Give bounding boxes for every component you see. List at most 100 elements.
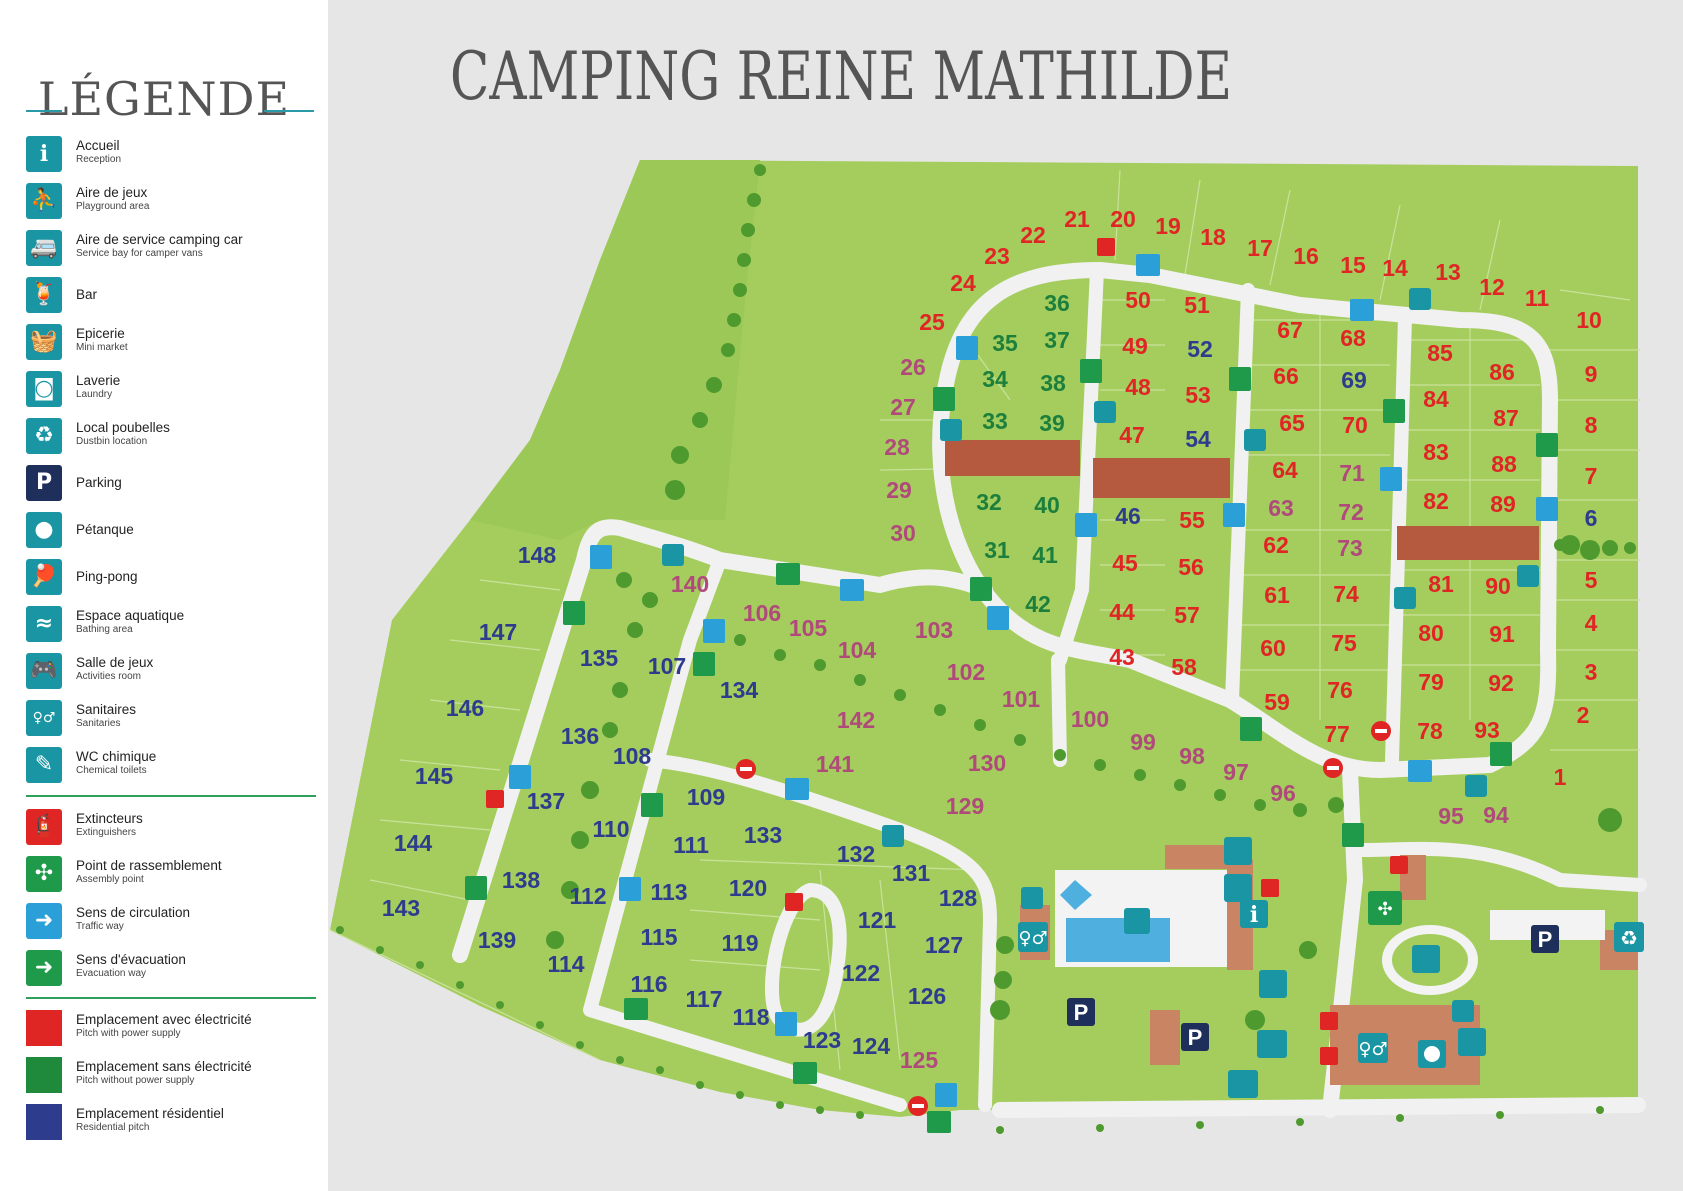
info-icon: i bbox=[26, 136, 62, 172]
map-title: CAMPING REINE MATHILDE bbox=[450, 38, 1233, 115]
pitch-number: 7 bbox=[1585, 463, 1598, 489]
road-mid-loop bbox=[765, 883, 847, 1037]
pitch-number: 122 bbox=[842, 960, 880, 986]
pitch-number: 102 bbox=[947, 659, 985, 685]
pitch-number: 72 bbox=[1338, 499, 1364, 525]
pitch-number: 56 bbox=[1178, 554, 1204, 580]
pitch-number: 19 bbox=[1155, 213, 1181, 239]
pitch-number: 27 bbox=[890, 394, 916, 420]
pitch-number: 99 bbox=[1130, 729, 1156, 755]
petanque-icon bbox=[1259, 970, 1287, 998]
pitch-number: 148 bbox=[518, 542, 557, 568]
pitch-number: 111 bbox=[673, 832, 709, 858]
legend-sublabel: Sanitaries bbox=[76, 718, 121, 729]
pitch-number: 84 bbox=[1423, 386, 1449, 412]
legend-label: Bar bbox=[76, 287, 98, 302]
pitch-number: 80 bbox=[1418, 620, 1444, 646]
drink-icon bbox=[1224, 837, 1252, 865]
pitch-number: 143 bbox=[382, 895, 420, 921]
pitch-number: 40 bbox=[1034, 492, 1060, 518]
parking-icon: P bbox=[1531, 925, 1559, 953]
pitch-number: 69 bbox=[1341, 367, 1367, 393]
chemical-toilet-icon bbox=[1458, 1028, 1486, 1056]
svg-text:♀♂: ♀♂ bbox=[1358, 1039, 1387, 1060]
pitch-number: 144 bbox=[394, 830, 433, 856]
legend-separator bbox=[26, 795, 316, 797]
pitch-number: 32 bbox=[976, 489, 1002, 515]
pitch-number: 10 bbox=[1576, 307, 1602, 333]
gamepad-icon bbox=[1257, 1030, 1287, 1058]
pitch-number: 45 bbox=[1112, 550, 1138, 576]
pitch-number: 123 bbox=[803, 1027, 841, 1053]
pitch-number: 26 bbox=[900, 354, 926, 380]
pitch-number: 115 bbox=[640, 924, 677, 950]
pool bbox=[1066, 918, 1170, 962]
arrow-right-icon: ➜ bbox=[26, 950, 62, 986]
extinguisher-icon bbox=[486, 238, 1408, 1065]
legend-sublabel: Pitch with power supply bbox=[76, 1028, 181, 1039]
pitch-number: 83 bbox=[1423, 439, 1449, 465]
pitch-number: 145 bbox=[415, 763, 454, 789]
legend-label: Ping-pong bbox=[76, 569, 138, 584]
pitch-number: 146 bbox=[446, 695, 484, 721]
pitch-number: 76 bbox=[1327, 677, 1353, 703]
pitch-number: 87 bbox=[1493, 405, 1519, 431]
pitch-number: 65 bbox=[1279, 410, 1305, 436]
legend-sublabel: Residential pitch bbox=[76, 1122, 150, 1133]
pitch-number: 38 bbox=[1040, 370, 1066, 396]
legend-label: Epicerie bbox=[76, 326, 125, 341]
pitch-number: 31 bbox=[984, 537, 1010, 563]
road-spine-2 bbox=[1225, 283, 1255, 707]
legend-sublabel: Chemical toilets bbox=[76, 765, 147, 776]
legend-label: Emplacement résidentiel bbox=[76, 1106, 224, 1121]
pitch-number: 35 bbox=[992, 330, 1018, 356]
washing-machine-icon: ◙ bbox=[26, 371, 62, 407]
pitch-number: 52 bbox=[1187, 336, 1213, 362]
pitch-number: 71 bbox=[1339, 460, 1365, 486]
pitch-number: 142 bbox=[837, 707, 875, 733]
pitch-number: 5 bbox=[1585, 567, 1598, 593]
legend-sublabel: Laundry bbox=[76, 389, 113, 400]
pitch-number: 34 bbox=[982, 366, 1008, 392]
petanque-strip-2 bbox=[1093, 458, 1230, 498]
legend-item-ping-pong: 🏓Ping-pong bbox=[26, 557, 316, 599]
gamepad-icon: 🎮 bbox=[26, 653, 62, 689]
pitch-number: 112 bbox=[569, 883, 606, 909]
pitch-number: 64 bbox=[1272, 457, 1298, 483]
svg-text:P: P bbox=[1188, 1025, 1203, 1050]
legend-sublabel: Bathing area bbox=[76, 624, 133, 635]
parking-icon: P bbox=[26, 465, 62, 501]
pitch-number: 103 bbox=[915, 617, 953, 643]
color-swatch bbox=[26, 1057, 62, 1093]
pitch-number: 92 bbox=[1488, 670, 1514, 696]
svg-text:i: i bbox=[1250, 902, 1258, 928]
washing-machine-icon bbox=[1418, 1040, 1446, 1068]
legend-separator bbox=[26, 997, 316, 999]
legend-label: Sens de circulation bbox=[76, 905, 191, 920]
pitch-number: 101 bbox=[1002, 686, 1041, 712]
pitch-number: 139 bbox=[478, 927, 516, 953]
pitch-number: 134 bbox=[720, 677, 759, 703]
restroom-icon: ♀♂ bbox=[1018, 922, 1048, 952]
pitch-number: 46 bbox=[1115, 503, 1141, 529]
legend-sublabel: Traffic way bbox=[76, 921, 124, 932]
drink-icon: 🍹 bbox=[26, 277, 62, 313]
color-swatch bbox=[26, 1010, 62, 1046]
pitch-number: 94 bbox=[1483, 802, 1509, 828]
traffic-arrow-icon bbox=[509, 254, 1558, 1107]
chemical-toilet-icon: ✎ bbox=[26, 747, 62, 783]
pitch-number: 57 bbox=[1174, 602, 1200, 628]
pitch-number: 70 bbox=[1342, 412, 1368, 438]
assembly-point-icon: ✣ bbox=[26, 856, 62, 892]
legend-sublabel: Assembly point bbox=[76, 874, 144, 885]
building-bar bbox=[1165, 845, 1230, 869]
legend-sublabel: Service bay for camper vans bbox=[76, 248, 203, 259]
svg-text:P: P bbox=[1074, 1000, 1089, 1025]
legend-label: WC chimique bbox=[76, 749, 157, 764]
legend-label: Extincteurs bbox=[76, 811, 143, 826]
pitch-number: 17 bbox=[1247, 235, 1273, 261]
